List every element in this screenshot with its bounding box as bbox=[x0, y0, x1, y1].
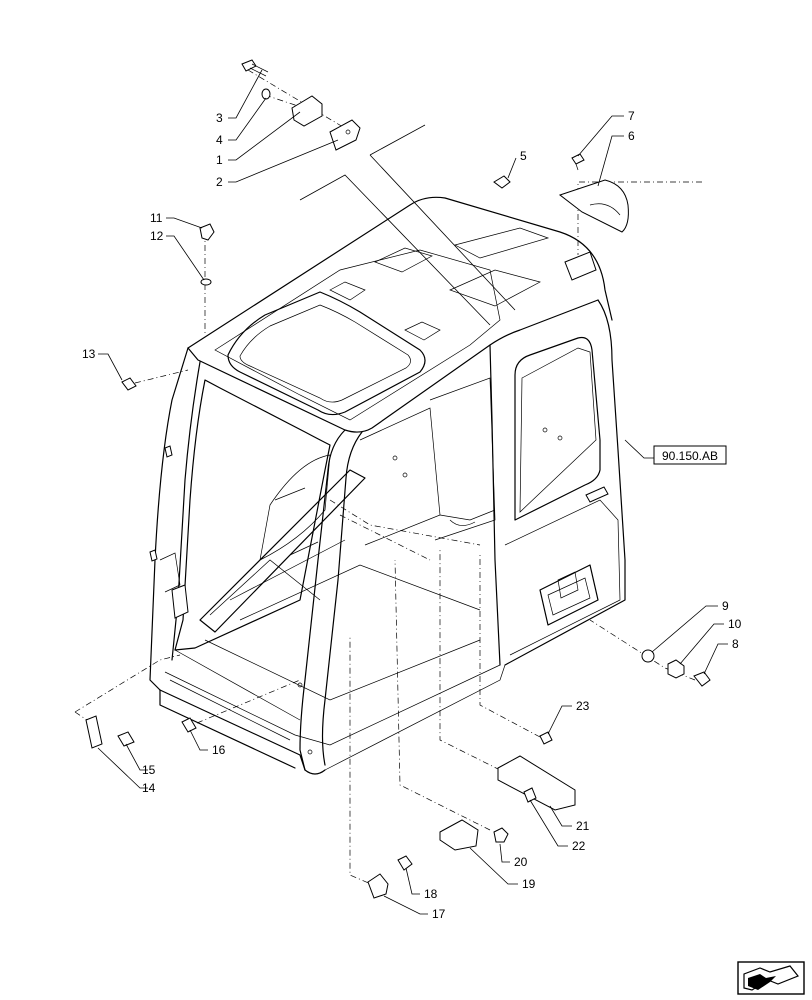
callout-18: 18 bbox=[424, 887, 438, 901]
bolt-part-23 bbox=[539, 731, 553, 745]
cap-part-8 bbox=[693, 671, 711, 687]
bolt-part-11 bbox=[199, 223, 215, 241]
parts bbox=[85, 59, 711, 899]
washer-part-12 bbox=[200, 278, 212, 286]
callout-11: 11 bbox=[150, 211, 163, 225]
bracket-part-19 bbox=[439, 819, 479, 851]
callout-19: 19 bbox=[522, 877, 536, 891]
callout-9: 9 bbox=[722, 599, 729, 613]
callout-3: 3 bbox=[216, 111, 223, 125]
callout-23: 23 bbox=[576, 699, 590, 713]
bolt-part-15 bbox=[117, 731, 135, 747]
nut-part-20 bbox=[493, 827, 509, 843]
callout-12: 12 bbox=[150, 229, 164, 243]
washer-part-9 bbox=[641, 649, 655, 663]
callout-2: 2 bbox=[216, 175, 223, 189]
callout-5: 5 bbox=[520, 149, 527, 163]
pin-part-16 bbox=[181, 717, 197, 733]
nut-part-10 bbox=[667, 659, 685, 679]
callout-4: 4 bbox=[216, 133, 223, 147]
callout-17: 17 bbox=[432, 907, 446, 921]
callout-14: 14 bbox=[142, 781, 156, 795]
reference-box[interactable]: 90.150.AB bbox=[653, 445, 727, 465]
callout-10: 10 bbox=[728, 617, 742, 631]
clip-part-5 bbox=[493, 175, 511, 189]
screw-part-7 bbox=[571, 153, 585, 165]
callout-7: 7 bbox=[628, 109, 635, 123]
callout-22: 22 bbox=[572, 839, 586, 853]
plate-part-2 bbox=[329, 119, 361, 151]
hinge-part-1 bbox=[291, 95, 323, 127]
callout-15: 15 bbox=[142, 763, 156, 777]
washer-part-4 bbox=[261, 88, 271, 100]
callouts: 3 4 1 2 5 7 6 11 12 13 9 10 8 15 14 16 2… bbox=[82, 69, 742, 921]
pin-part-13 bbox=[121, 377, 137, 391]
arrow-pointer-icon[interactable] bbox=[737, 961, 805, 995]
cover-part-6 bbox=[558, 179, 629, 233]
nut-part-18 bbox=[397, 855, 413, 871]
bracket-part-14 bbox=[85, 715, 103, 749]
bolt-part-3 bbox=[241, 59, 269, 77]
callout-20: 20 bbox=[514, 855, 528, 869]
bracket-part-21 bbox=[497, 755, 576, 811]
callout-1: 1 bbox=[216, 153, 223, 167]
clamp-part-17 bbox=[367, 873, 389, 899]
cab-frame bbox=[149, 196, 626, 775]
callout-6: 6 bbox=[628, 129, 635, 143]
callout-21: 21 bbox=[576, 819, 590, 833]
bolt-part-22 bbox=[523, 787, 537, 803]
reference-label[interactable]: 90.150.AB bbox=[662, 449, 718, 463]
callout-13: 13 bbox=[82, 347, 96, 361]
assembly-lines bbox=[74, 69, 702, 889]
callout-16: 16 bbox=[212, 743, 226, 757]
callout-8: 8 bbox=[732, 637, 739, 651]
